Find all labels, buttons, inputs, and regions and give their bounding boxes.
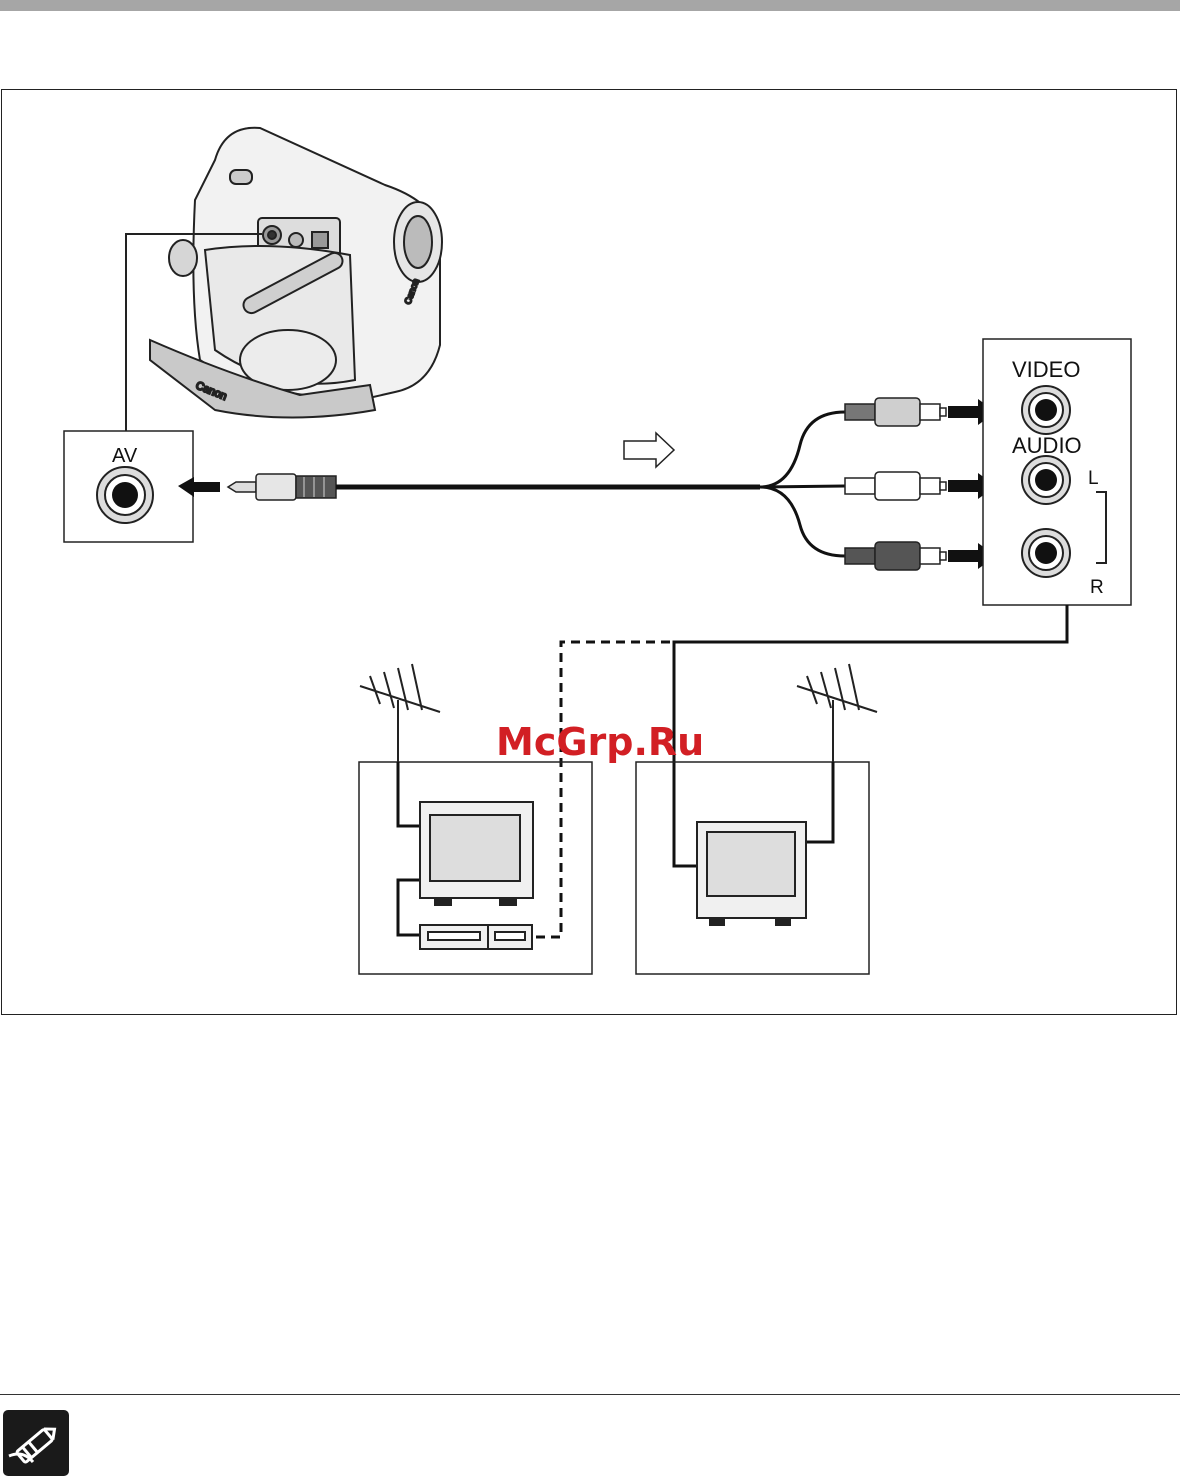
video-jack-label: VIDEO [1012, 357, 1080, 382]
panel-to-vcr-line-dashed [532, 642, 670, 937]
tv-icon [420, 802, 533, 905]
video-jack-icon [1022, 386, 1070, 434]
rca-plug-audio-l [845, 472, 946, 500]
audio-left-label: L [1088, 468, 1099, 489]
note-pencil-icon [3, 1410, 69, 1476]
av-mini-plug [228, 474, 336, 500]
watermark: McGrp.Ru [496, 720, 704, 764]
tv-icon [697, 822, 806, 925]
audio-r-jack-icon [1022, 529, 1070, 577]
rca-plug-video [845, 398, 946, 426]
cable-branch-audio-r [760, 487, 845, 556]
av-jack-icon [97, 467, 153, 523]
audio-l-jack-icon [1022, 456, 1070, 504]
antenna-to-tv-line-left [398, 762, 420, 826]
vcr-icon [420, 925, 532, 949]
camcorder-icon: Canon Canon [150, 128, 442, 418]
audio-right-label: R [1090, 577, 1104, 598]
av-jack-label: AV [112, 445, 138, 467]
note-separator [0, 1394, 1180, 1395]
audio-jack-label: AUDIO [1012, 433, 1082, 458]
cable-branch-video [760, 412, 845, 487]
cable-branch-audio-l [760, 486, 845, 487]
tv-to-vcr-line [398, 880, 420, 935]
rca-plug-audio-r [845, 542, 946, 570]
antenna-to-tv-line-right [806, 762, 833, 842]
antenna-icon [797, 664, 877, 762]
antenna-icon [360, 664, 440, 762]
signal-flow-arrow-icon [624, 433, 674, 467]
